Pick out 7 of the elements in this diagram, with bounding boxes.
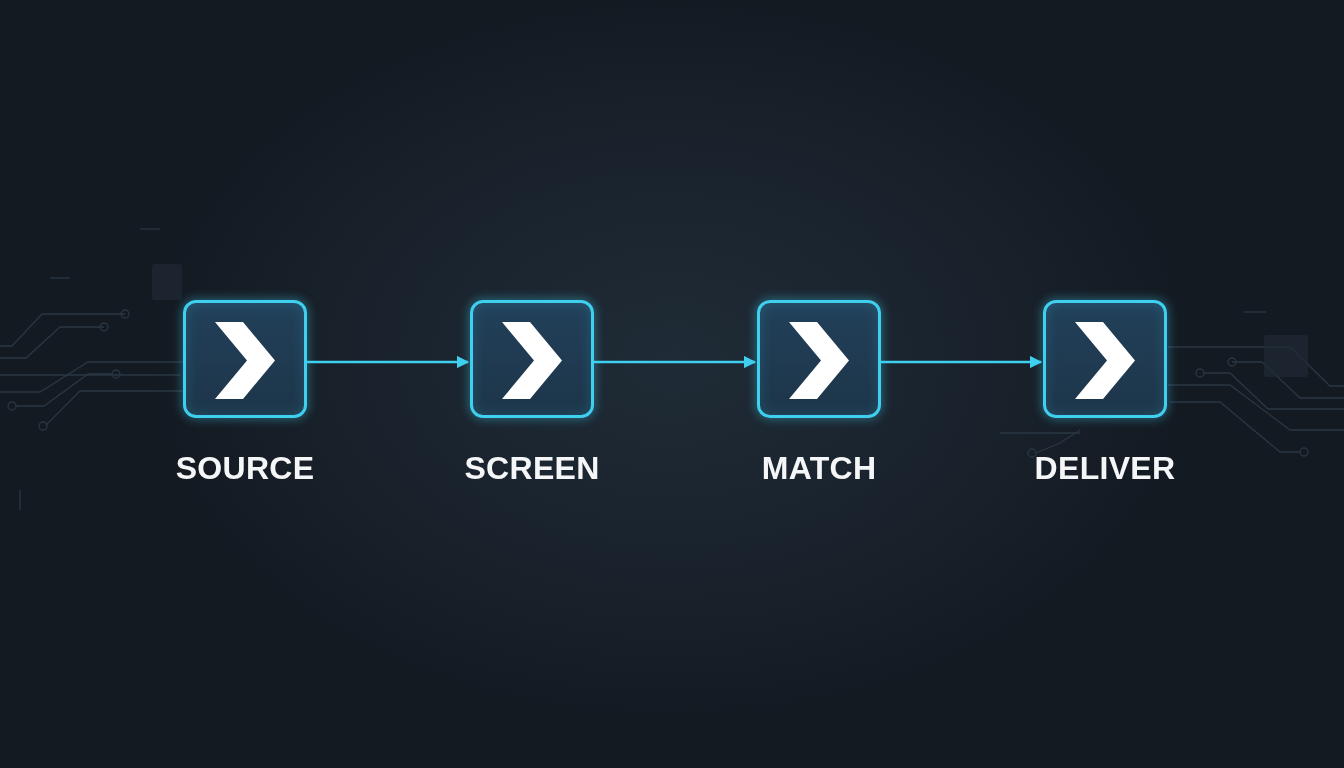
step-label: SCREEN [464,449,600,487]
step-label: MATCH [761,449,877,487]
arrow [307,355,470,369]
arrow [881,355,1043,369]
step-label: DELIVER [1034,449,1176,487]
arrow [594,355,757,369]
step-label: SOURCE [175,449,315,487]
